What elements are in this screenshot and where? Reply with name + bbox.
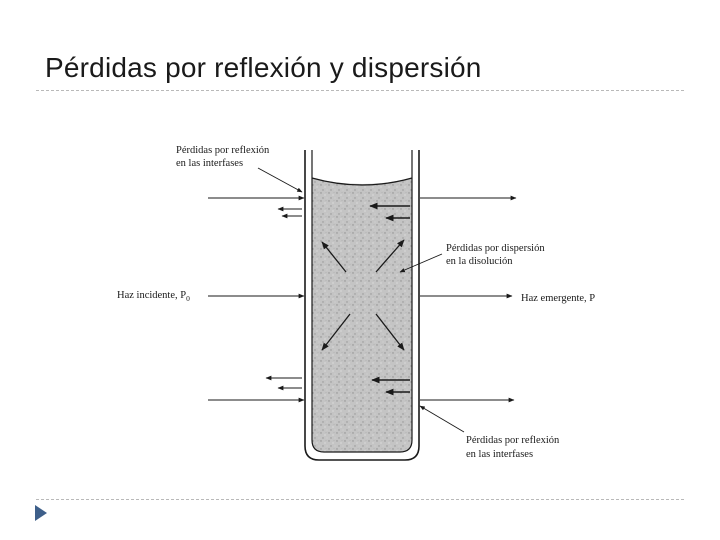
triangle-right-icon [35, 505, 47, 521]
label-dispersion-1: Pérdidas por dispersión [446, 243, 545, 254]
label-reflexion-bottom-2: en las interfases [466, 449, 533, 460]
scatter-arrow-down-right [375, 313, 405, 351]
scatter-arrow-up-left [321, 241, 347, 273]
label-reflexion-top-2: en las interfases [176, 158, 243, 169]
label-reflexion-top-1: Pérdidas por reflexión [176, 145, 270, 156]
liquid-meniscus [311, 177, 413, 186]
label-incidente-sub: 0 [186, 294, 190, 303]
leader-reflexion-top [257, 167, 303, 193]
slide-title: Pérdidas por reflexión y dispersión [45, 52, 482, 83]
footer-divider [36, 499, 684, 500]
leader-dispersion [399, 253, 443, 273]
solution-fill [312, 178, 412, 452]
cuvette-outer-wall [304, 150, 420, 461]
label-incidente-text: Haz incidente, P [117, 290, 186, 301]
label-emergente: Haz emergente, P [521, 293, 595, 304]
cuvette-inner-wall [311, 150, 413, 453]
label-dispersion-2: en la disolución [446, 256, 513, 267]
label-reflexion-bottom-1: Pérdidas por reflexión [466, 435, 560, 446]
scatter-arrow-down-left [321, 313, 351, 351]
scatter-arrow-up-right [375, 239, 405, 273]
label-incidente: Haz incidente, P0 [117, 290, 190, 303]
title-divider [36, 90, 684, 91]
leader-reflexion-bottom [419, 405, 465, 433]
